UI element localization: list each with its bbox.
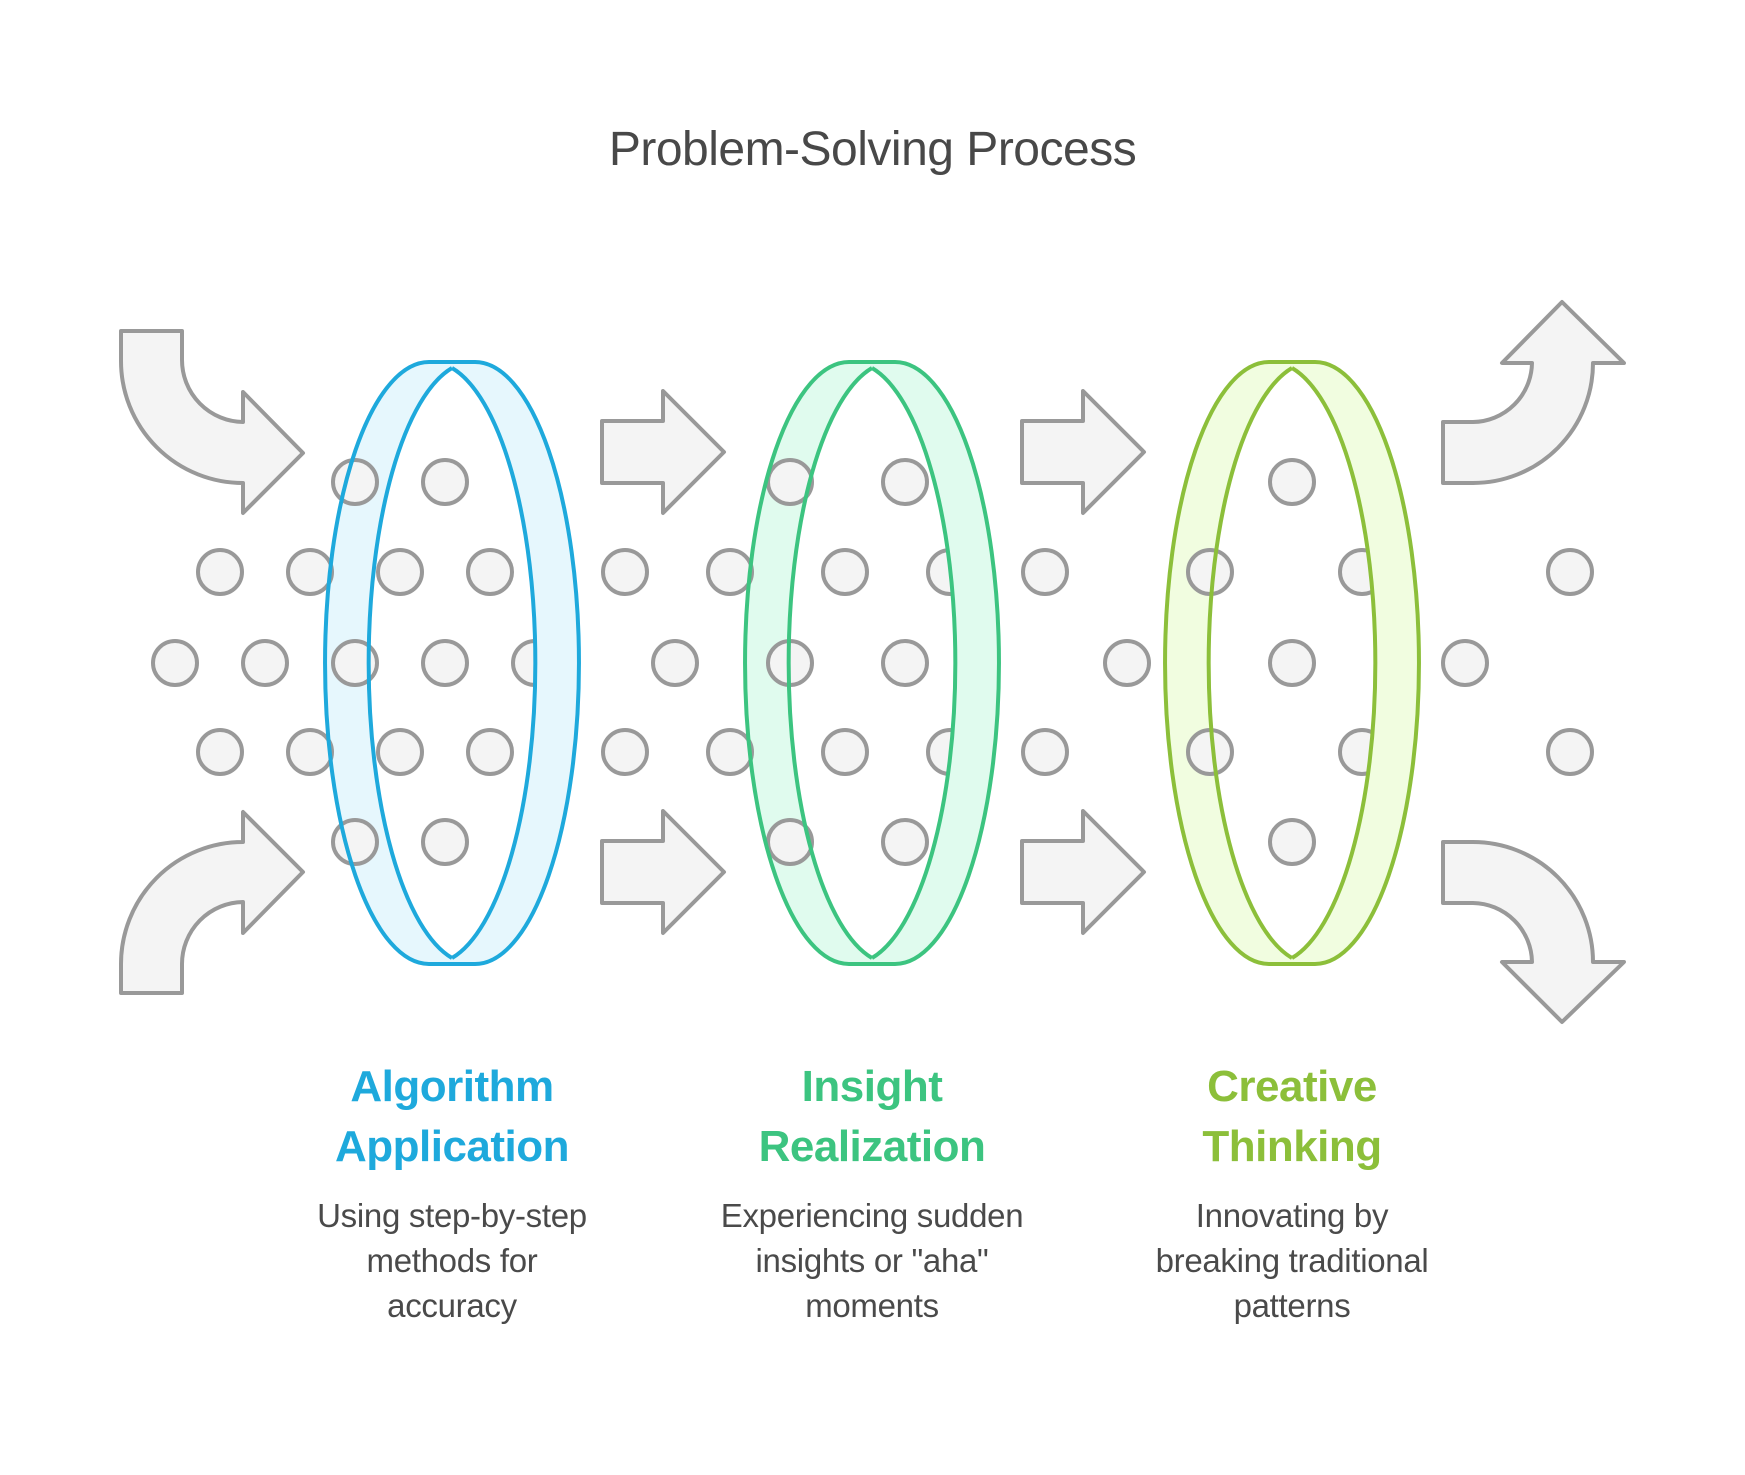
particle-dot-icon bbox=[331, 639, 379, 687]
stage-description-line: methods for bbox=[366, 1242, 538, 1279]
stage-heading: Creative Thinking bbox=[1082, 1057, 1502, 1177]
lens-right-band bbox=[872, 362, 999, 964]
stage-heading: Insight Realization bbox=[662, 1057, 1082, 1177]
particle-dot-icon bbox=[766, 818, 814, 866]
lens-right-band bbox=[1292, 362, 1419, 964]
particle-dot-icon bbox=[766, 458, 814, 506]
particle-dot-icon bbox=[421, 458, 469, 506]
lens-inner-edge-left bbox=[366, 366, 454, 960]
particle-dot-icon bbox=[706, 548, 754, 596]
particle-dot-icon bbox=[376, 728, 424, 776]
lens-outer-ring bbox=[323, 360, 581, 966]
particle-dot-icon bbox=[331, 458, 379, 506]
lens-inner-edge-right bbox=[1290, 366, 1378, 960]
particle-dot-icon bbox=[1268, 639, 1316, 687]
stage-heading-line: Thinking bbox=[1202, 1122, 1382, 1171]
stage-description-line: breaking traditional bbox=[1155, 1242, 1429, 1279]
front-layer bbox=[323, 360, 1421, 966]
particle-dot-icon bbox=[881, 818, 929, 866]
stage-description-line: patterns bbox=[1233, 1287, 1351, 1324]
particle-dot-icon bbox=[1441, 639, 1489, 687]
stage-heading-line: Creative bbox=[1207, 1062, 1377, 1111]
lens-outer-ring bbox=[1163, 360, 1421, 966]
curved-arrow-down-right-icon bbox=[119, 329, 305, 515]
stage-description-line: insights or "aha" bbox=[755, 1242, 989, 1279]
particle-dot-icon bbox=[151, 639, 199, 687]
lens-inner-edge-left bbox=[786, 366, 874, 960]
particle-dot-icon bbox=[241, 639, 289, 687]
curved-arrow-down-icon bbox=[1441, 840, 1626, 1024]
stage-heading-line: Application bbox=[334, 1122, 570, 1171]
stage-description: Innovating by breaking traditional patte… bbox=[1082, 1193, 1502, 1328]
particle-dot-icon bbox=[466, 728, 514, 776]
particle-dot-icon bbox=[1268, 458, 1316, 506]
right-arrow-icon bbox=[1020, 389, 1146, 515]
particle-dot-icon bbox=[376, 548, 424, 596]
stage-description-line: Using step-by-step bbox=[317, 1197, 587, 1234]
stage-description-line: Innovating by bbox=[1195, 1197, 1389, 1234]
particle-dot-icon bbox=[1021, 728, 1069, 776]
particles-layer bbox=[151, 458, 1594, 866]
stage-description-line: Experiencing sudden bbox=[720, 1197, 1024, 1234]
lens-outer-ring bbox=[743, 360, 1001, 966]
right-arrow-icon bbox=[1020, 809, 1146, 935]
stage-algorithm-application: Algorithm Application Using step-by-step… bbox=[242, 1057, 662, 1328]
particle-dot-icon bbox=[1546, 548, 1594, 596]
particle-dot-icon bbox=[421, 639, 469, 687]
stage-insight-realization: Insight Realization Experiencing sudden … bbox=[662, 1057, 1082, 1328]
particle-dot-icon bbox=[466, 548, 514, 596]
lens-inner-edge-right bbox=[870, 366, 958, 960]
stage-description: Experiencing sudden insights or "aha" mo… bbox=[662, 1193, 1082, 1328]
particle-dot-icon bbox=[821, 548, 869, 596]
right-arrow-icon bbox=[600, 389, 726, 515]
particle-dot-icon bbox=[1268, 818, 1316, 866]
back-layer bbox=[325, 362, 1419, 964]
stage-heading-line: Insight bbox=[801, 1062, 943, 1111]
lens-inner-edge-left bbox=[1206, 366, 1294, 960]
particle-dot-icon bbox=[821, 728, 869, 776]
right-arrow-icon bbox=[600, 809, 726, 935]
particle-dot-icon bbox=[1546, 728, 1594, 776]
stage-creative-thinking: Creative Thinking Innovating by breaking… bbox=[1082, 1057, 1502, 1328]
particle-dot-icon bbox=[421, 818, 469, 866]
lens-inner-edge-right bbox=[450, 366, 538, 960]
particle-dot-icon bbox=[331, 818, 379, 866]
stage-description-line: moments bbox=[805, 1287, 939, 1324]
stage-description-line: accuracy bbox=[387, 1287, 517, 1324]
particle-dot-icon bbox=[1021, 548, 1069, 596]
particle-dot-icon bbox=[881, 458, 929, 506]
diagram-title: Problem-Solving Process bbox=[608, 123, 1137, 176]
particle-dot-icon bbox=[706, 728, 754, 776]
particle-dot-icon bbox=[1103, 639, 1151, 687]
curved-arrow-up-right-icon bbox=[119, 810, 305, 995]
stage-heading: Algorithm Application bbox=[242, 1057, 662, 1177]
lens-right-band bbox=[452, 362, 579, 964]
particle-dot-icon bbox=[196, 728, 244, 776]
particle-dot-icon bbox=[651, 639, 699, 687]
particle-dot-icon bbox=[601, 728, 649, 776]
stage-heading-line: Algorithm bbox=[350, 1062, 554, 1111]
particle-dot-icon bbox=[286, 728, 334, 776]
arrows-layer bbox=[119, 300, 1626, 1024]
curved-arrow-up-icon bbox=[1441, 300, 1626, 485]
particle-dot-icon bbox=[286, 548, 334, 596]
stage-heading-line: Realization bbox=[758, 1122, 986, 1171]
stage-description: Using step-by-step methods for accuracy bbox=[242, 1193, 662, 1328]
particle-dot-icon bbox=[601, 548, 649, 596]
particle-dot-icon bbox=[196, 548, 244, 596]
particle-dot-icon bbox=[881, 639, 929, 687]
